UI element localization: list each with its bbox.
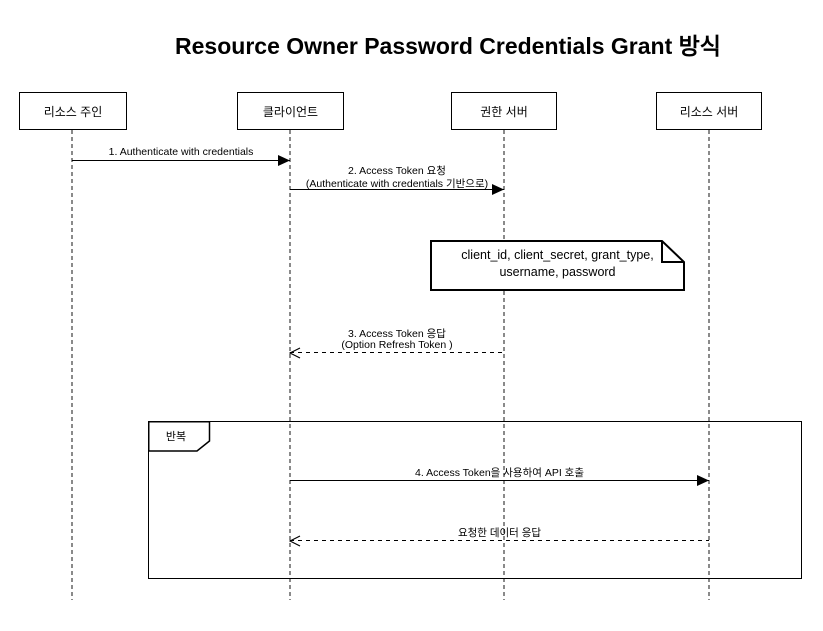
- message-3-line: [290, 352, 504, 353]
- note-shape: [430, 240, 685, 291]
- actor-resource-server: 리소스 서버: [656, 92, 762, 130]
- message-1-arrowhead: [278, 155, 290, 166]
- actor-resource-server-label: 리소스 서버: [679, 104, 739, 119]
- note-line-1: client_id, client_secret, grant_type,: [461, 248, 654, 262]
- diagram-title: Resource Owner Password Credentials Gran…: [175, 33, 721, 59]
- message-2-line: [290, 189, 504, 190]
- note-credentials: client_id, client_secret, grant_type, us…: [430, 240, 685, 291]
- message-3-arrowhead-chevron: [289, 347, 301, 359]
- note-fold: [661, 241, 684, 263]
- loop-operator-label: 반복: [165, 431, 187, 443]
- loop-operator-shape: [148, 421, 211, 452]
- message-3-arrowhead: [289, 347, 301, 359]
- message-3-label: 3. Access Token 응답: [348, 328, 446, 340]
- actor-auth-server-label: 권한 서버: [480, 104, 528, 119]
- message-2-label: 2. Access Token 요청: [348, 165, 446, 177]
- loop-fragment-frame: [148, 421, 802, 579]
- message-5-arrowhead-chevron: [289, 535, 301, 547]
- note-outline: [430, 240, 685, 291]
- lifeline-resource-server: [708, 130, 710, 600]
- message-5-line: [290, 540, 709, 541]
- actor-resource-owner: 리소스 주인: [19, 92, 127, 130]
- message-3-sublabel: (Option Refresh Token ): [341, 339, 453, 351]
- message-5-label: 요청한 데이터 응답: [457, 527, 542, 539]
- message-1-label: 1. Authenticate with credentials: [108, 146, 254, 158]
- message-4-line: [290, 480, 709, 481]
- lifeline-resource-owner: [71, 130, 73, 600]
- message-2-arrowhead-triangle: [492, 184, 504, 195]
- note-line-2: username, password: [499, 265, 616, 279]
- lifeline-client: [289, 130, 291, 600]
- message-4-arrowhead-triangle: [697, 475, 709, 486]
- actor-client-label: 클라이언트: [262, 104, 319, 119]
- message-2-sublabel: (Authenticate with credentials 기반으로): [305, 178, 489, 190]
- actor-resource-owner-label: 리소스 주인: [43, 104, 103, 119]
- actor-auth-server: 권한 서버: [451, 92, 557, 130]
- message-1-arrowhead-triangle: [278, 155, 290, 166]
- message-4-label: 4. Access Token을 사용하여 API 호출: [415, 467, 584, 479]
- note-text: client_id, client_secret, grant_type, us…: [430, 247, 685, 281]
- lifeline-auth-server: [503, 130, 505, 600]
- message-4-arrowhead: [697, 475, 709, 486]
- loop-operator-pentagon: [148, 421, 211, 452]
- actor-client: 클라이언트: [237, 92, 344, 130]
- message-5-arrowhead: [289, 535, 301, 547]
- message-1-line: [72, 160, 290, 161]
- message-2-arrowhead: [492, 184, 504, 195]
